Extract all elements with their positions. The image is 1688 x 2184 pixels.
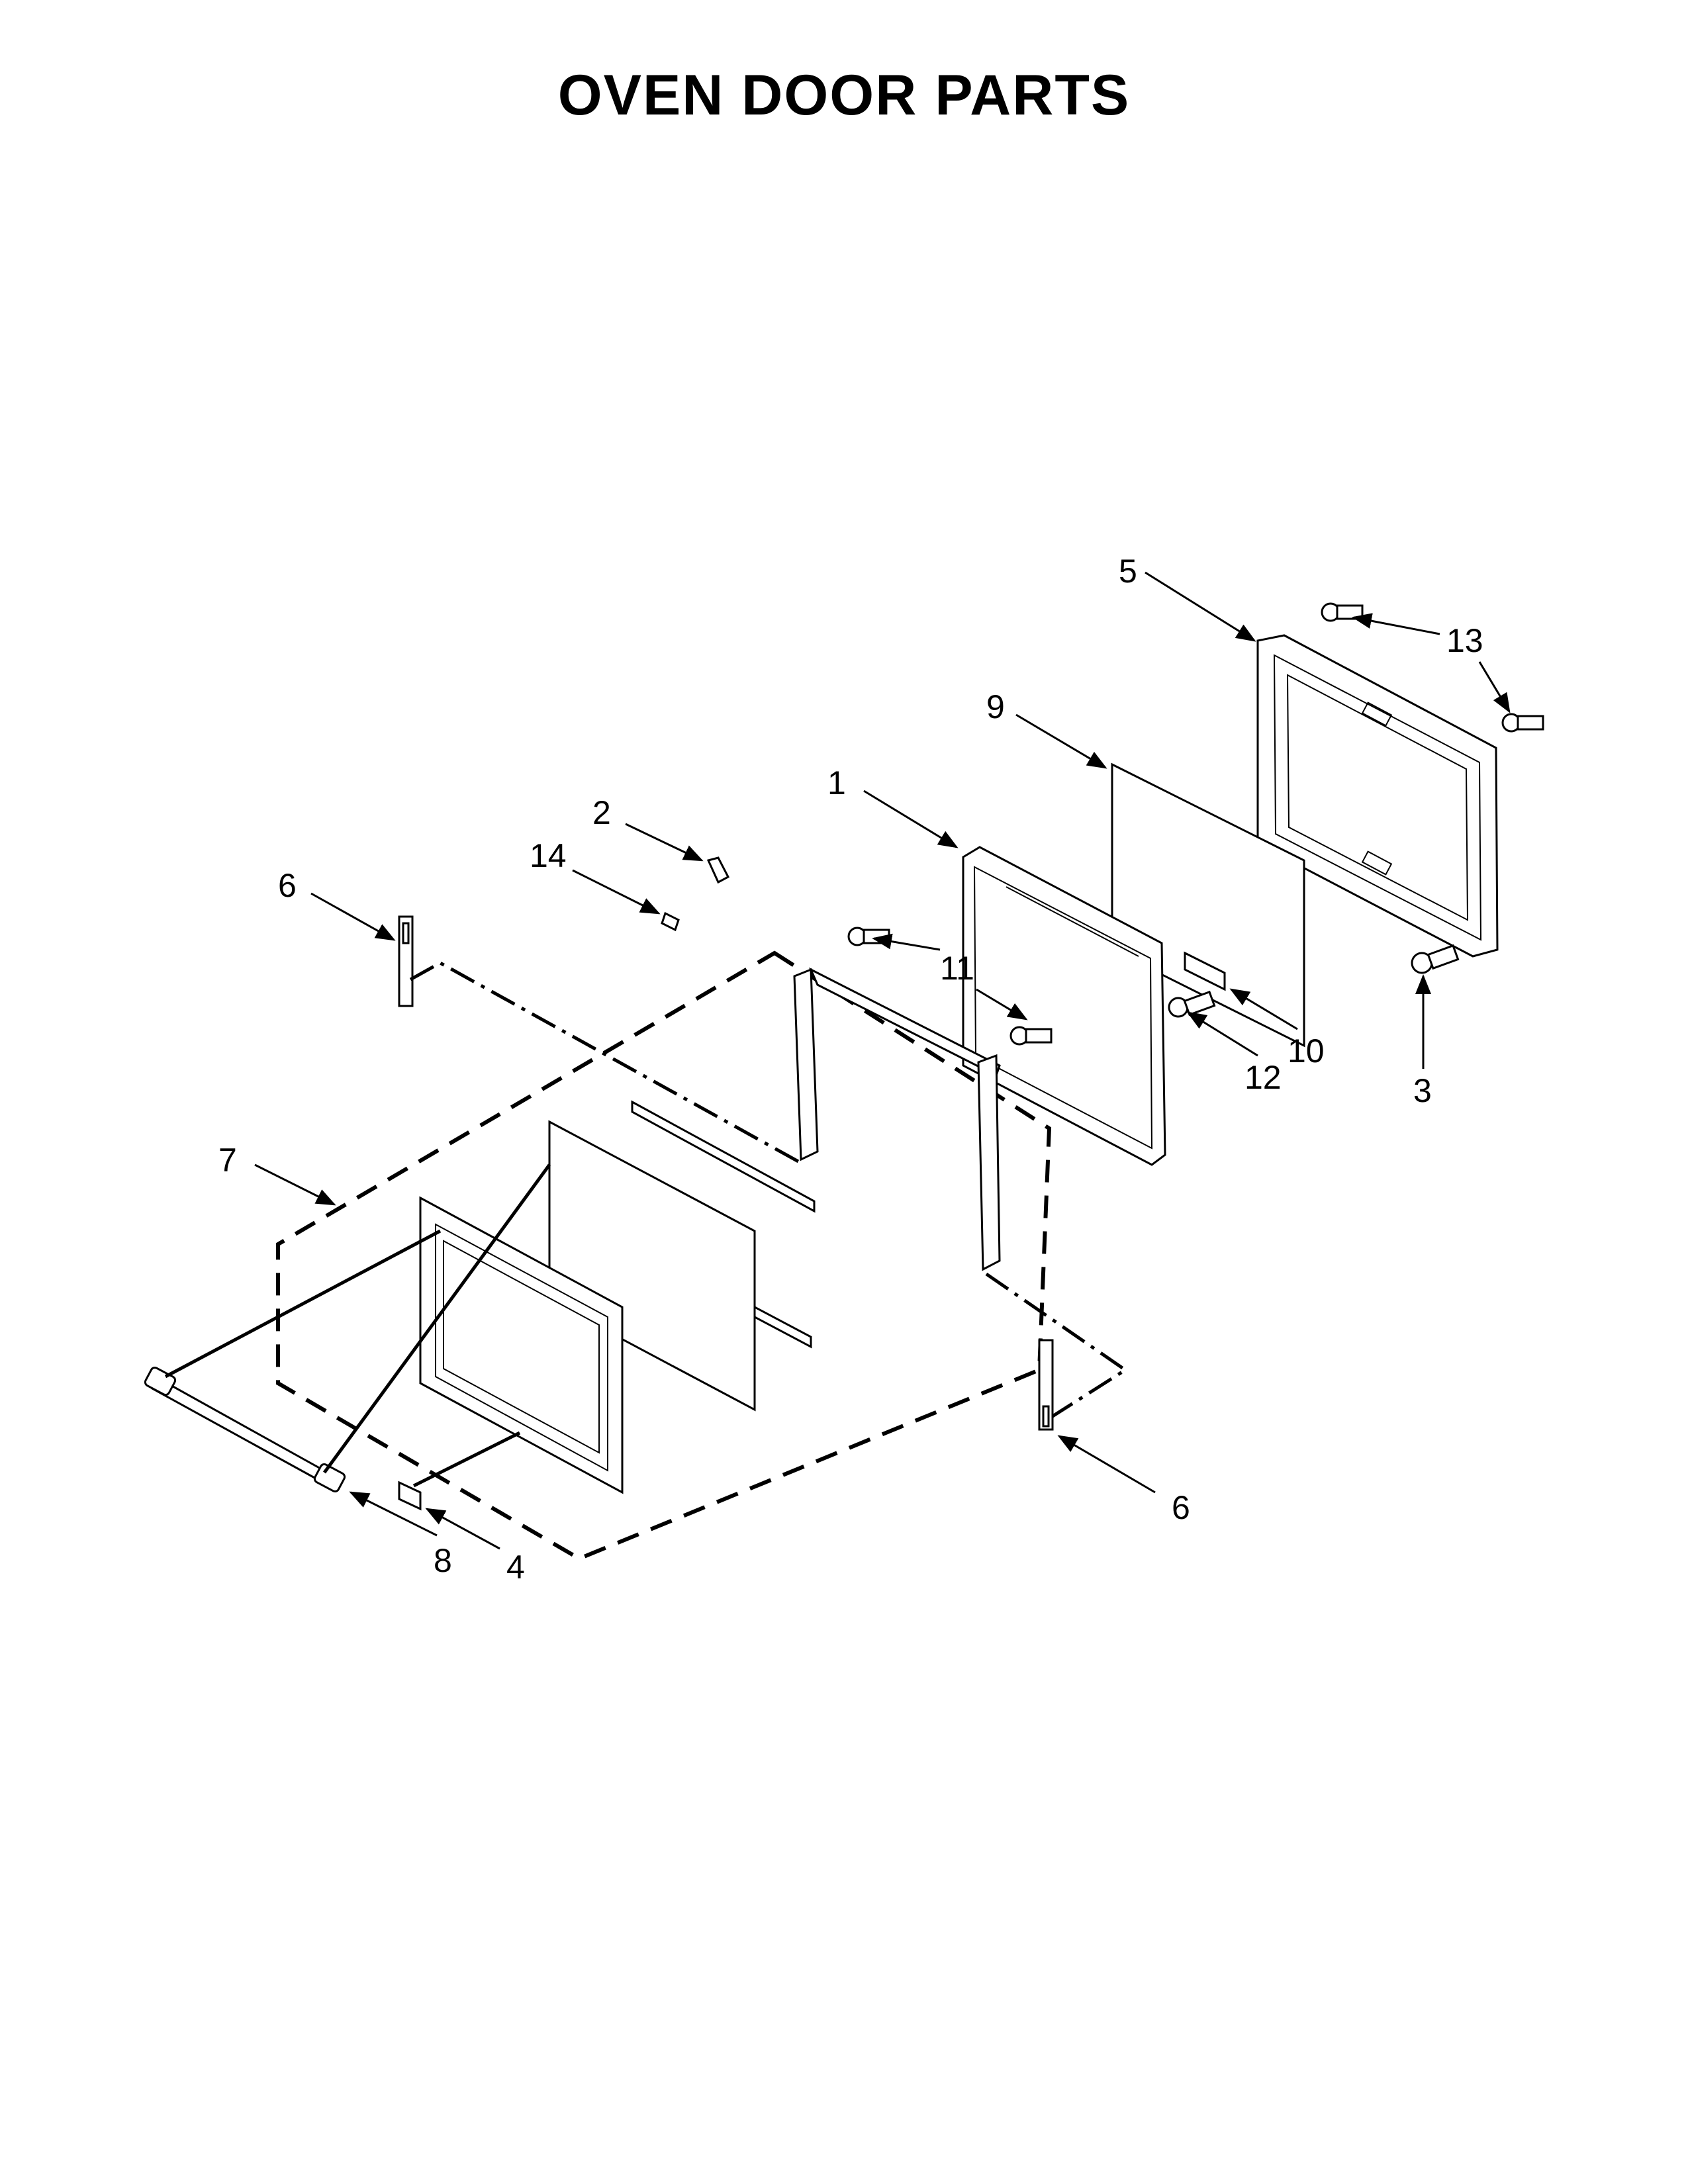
part-bracket [1184, 951, 1226, 991]
callout-2: 2 [592, 794, 611, 831]
page-title: OVEN DOOR PARTS [557, 64, 1131, 127]
part-screw-13b [1501, 713, 1544, 733]
callout-12: 12 [1244, 1059, 1282, 1096]
leader-7 [254, 1163, 336, 1206]
callout-13: 13 [1446, 622, 1483, 659]
callout-9: 9 [986, 688, 1005, 725]
callout-3: 3 [1413, 1072, 1432, 1109]
leader-11b [976, 988, 1028, 1021]
callout-8: 8 [434, 1542, 452, 1579]
part-screw-12 [1168, 990, 1216, 1018]
callout-6-left: 6 [278, 867, 297, 904]
callout-14: 14 [530, 837, 567, 874]
part-door-handle [144, 1366, 346, 1493]
part-hinge-left [398, 915, 414, 1007]
leader-13b [1478, 661, 1511, 713]
callout-11: 11 [940, 950, 974, 987]
trim-to-door-link [412, 1431, 521, 1488]
part-inner-glass [1111, 762, 1305, 1048]
leader-12 [1186, 1011, 1258, 1057]
callout-7: 7 [218, 1142, 237, 1179]
leader-6b [1057, 1435, 1156, 1494]
part-hinge-right [1038, 1339, 1054, 1431]
leader-10 [1229, 988, 1298, 1030]
leader-2 [625, 823, 704, 862]
part-bottom-strip [753, 1305, 812, 1349]
leader-4 [425, 1508, 500, 1550]
leader-6a [310, 892, 396, 941]
handle-to-glass-link [322, 1163, 551, 1474]
part-spring-14 [661, 911, 680, 932]
callout-5: 5 [1119, 553, 1137, 590]
part-screw-11b [1009, 1026, 1053, 1046]
leader-8 [349, 1491, 438, 1537]
leader-1 [863, 790, 959, 848]
leader-13a [1352, 613, 1440, 635]
leader-11a [872, 933, 941, 951]
callout-1: 1 [827, 764, 846, 801]
callout-4: 4 [506, 1549, 525, 1586]
hinge-left-connector [409, 961, 806, 1167]
leader-14 [572, 869, 661, 915]
part-trim-piece [398, 1480, 422, 1511]
door-assembly-outline [276, 950, 1052, 1561]
callout-10: 10 [1288, 1032, 1325, 1069]
part-top-strip [631, 1100, 816, 1213]
handle-to-door-link [164, 1229, 442, 1379]
hinge-right-connector [985, 1272, 1129, 1418]
part-door-channel-frame [793, 967, 1001, 1271]
leader-9 [1015, 713, 1107, 769]
part-door-glass [548, 1120, 756, 1412]
part-clip-2 [706, 856, 730, 884]
part-screw-3 [1411, 944, 1460, 974]
part-inner-door-frame [962, 846, 1166, 1166]
part-screw-11a [847, 927, 890, 946]
leader-5 [1145, 571, 1256, 642]
callout-6-right: 6 [1172, 1489, 1190, 1526]
